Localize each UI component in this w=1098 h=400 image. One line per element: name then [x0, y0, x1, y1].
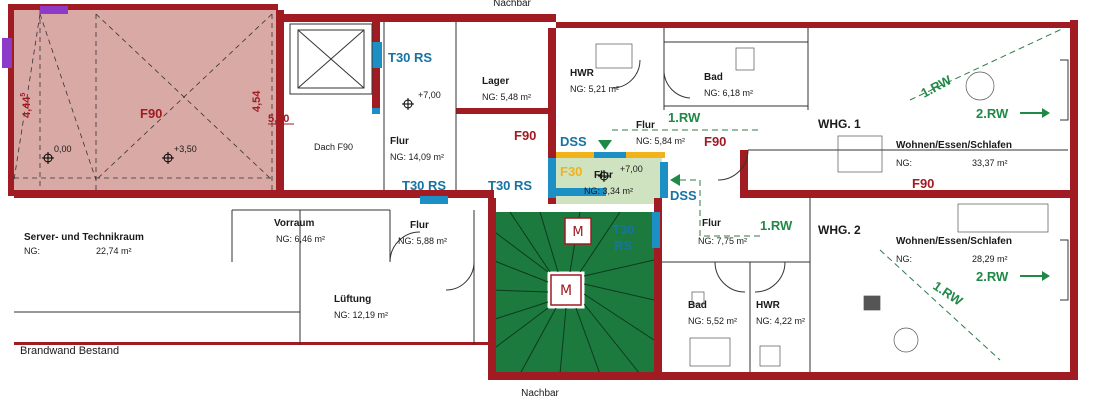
room-flur1-ng: NG: 5,84 m² — [636, 136, 685, 146]
room-bad1-name: Bad — [704, 72, 723, 83]
room-flur-stair-ng: NG: 3,34 m² — [584, 186, 633, 196]
rw1-label-top: 1.RW — [668, 110, 701, 125]
smoke-vent-icon: M — [572, 225, 583, 240]
level-markers — [42, 98, 610, 182]
dss-label-side: DSS — [670, 188, 697, 203]
room-hwr2-ng: NG: 4,22 m² — [756, 316, 805, 326]
rw2-label-top: 2.RW — [976, 106, 1009, 121]
room-flur2-ng: NG: 7,75 m² — [698, 236, 747, 246]
rw2-label-bottom: 2.RW — [976, 269, 1009, 284]
stairwell: M M — [491, 211, 655, 375]
room-flur-a-name: Flur — [410, 220, 429, 231]
room-lager-name: Lager — [482, 76, 509, 87]
fire-zone-area — [12, 10, 276, 195]
level-3: +7,00 — [620, 164, 643, 174]
f90-label-c: F90 — [704, 134, 726, 149]
room-server-ng: 22,74 m² — [96, 246, 132, 256]
room-flur1-name: Flur — [636, 120, 655, 131]
stair-symbol-icon: M — [560, 283, 572, 299]
dimension-3: 5,00 — [268, 113, 289, 125]
dach-label: Dach F90 — [314, 142, 353, 152]
dimension-1: 4,445 — [20, 93, 33, 118]
room-labels: Server- und Technikraum NG: 22,74 m² Vor… — [24, 68, 1012, 326]
furniture — [595, 43, 1049, 367]
room-flur2-name: Flur — [702, 218, 721, 229]
room-flur-a-ng: NG: 5,88 m² — [398, 236, 447, 246]
room-hwr1-ng: NG: 5,21 m² — [570, 84, 619, 94]
f30-label: F30 — [560, 164, 582, 179]
room-wohnen1-ng: 33,37 m² — [972, 158, 1008, 168]
neighbor-top-label: Nachbar — [493, 0, 531, 9]
room-bad2-ng: NG: 5,52 m² — [688, 316, 737, 326]
level-2: +7,00 — [418, 90, 441, 100]
room-bad2-name: Bad — [688, 300, 707, 311]
t30-label-mid2: T30 RS — [488, 178, 532, 193]
room-wohnen1-ng-label: NG: — [896, 158, 912, 168]
escape-route-lines — [598, 27, 1065, 361]
stair-landing — [555, 158, 662, 204]
room-wohnen2-ng-label: NG: — [896, 254, 912, 264]
t30-label-top: T30 RS — [388, 50, 432, 65]
room-vorraum-ng: NG: 6,46 m² — [276, 234, 325, 244]
room-lager-ng: NG: 5,48 m² — [482, 92, 531, 102]
room-server-ng-label: NG: — [24, 246, 40, 256]
room-flur-stair-name: Flur — [594, 170, 613, 181]
firewall-note: Brandwand Bestand — [20, 345, 119, 357]
f90-label-a: F90 — [140, 106, 162, 121]
rw-diag-label-top: 1.RW — [918, 72, 954, 101]
whg1-label: WHG. 1 — [818, 117, 861, 131]
f90-label-d: F90 — [912, 176, 934, 191]
rw1-label-mid: 1.RW — [760, 218, 793, 233]
room-vorraum-name: Vorraum — [274, 218, 314, 229]
purple-marker-top — [40, 6, 68, 14]
fire-zone-dashed-lines — [13, 10, 273, 190]
purple-marker-left — [2, 38, 12, 68]
blue-fire-doors — [372, 42, 668, 248]
room-wohnen2-name: Wohnen/Essen/Schlafen — [896, 236, 1012, 247]
dimension-2: 4,54 — [251, 90, 263, 112]
room-wohnen2-ng: 28,29 m² — [972, 254, 1008, 264]
dss-label-top: DSS — [560, 134, 587, 149]
t30-label-stair-1: T30 — [612, 222, 634, 237]
room-bad1-ng: NG: 6,18 m² — [704, 88, 753, 98]
interior-partitions — [14, 22, 1069, 372]
rw-diag-label-bottom: 1.RW — [930, 278, 966, 309]
room-flur-b-ng: NG: 14,09 m² — [390, 152, 444, 162]
room-wohnen1-name: Wohnen/Essen/Schlafen — [896, 140, 1012, 151]
f90-label-b: F90 — [514, 128, 536, 143]
room-lueftung-name: Lüftung — [334, 294, 371, 305]
t30-label-stair-2: RS — [614, 238, 632, 253]
neighbor-bottom-label: Nachbar — [521, 388, 559, 399]
room-server-name: Server- und Technikraum — [24, 232, 144, 243]
whg2-label: WHG. 2 — [818, 223, 861, 237]
room-hwr1-name: HWR — [570, 68, 595, 79]
room-hwr2-name: HWR — [756, 300, 781, 311]
t30-label-mid1: T30 RS — [402, 178, 446, 193]
level-0: 0,00 — [54, 144, 72, 154]
room-flur-b-name: Flur — [390, 136, 409, 147]
level-1: +3,50 — [174, 144, 197, 154]
room-lueftung-ng: NG: 12,19 m² — [334, 310, 388, 320]
